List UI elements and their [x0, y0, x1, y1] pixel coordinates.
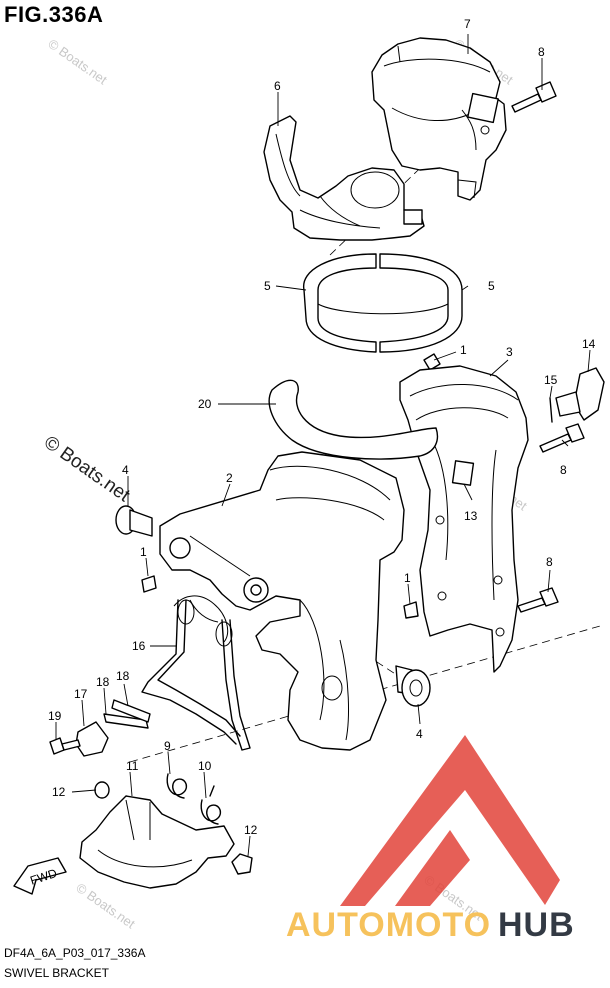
part-17-plate	[75, 721, 109, 757]
callout-5: 5	[264, 279, 271, 293]
part-10-spring	[200, 785, 222, 825]
callout-8: 8	[560, 463, 567, 477]
callout-12: 12	[244, 823, 258, 837]
part-6-swivel-case	[263, 115, 425, 241]
part-8a-bolt	[511, 81, 557, 113]
part-18b-pin	[111, 699, 151, 723]
callout-3: 3	[506, 345, 513, 359]
callout-9: 9	[164, 739, 171, 753]
logo-triangle	[340, 735, 560, 906]
figure-code: DF4A_6A_P03_017_336A	[4, 946, 146, 960]
part-11-tilt-stopper	[79, 795, 235, 889]
part-14-knob	[555, 367, 605, 421]
leader-lines	[55, 34, 591, 857]
part-1b-grease-nipple	[141, 575, 157, 593]
callout-20: 20	[198, 397, 212, 411]
part-1a-grease-nipple	[423, 353, 441, 371]
part-12a-washer	[94, 781, 110, 799]
part-4b-bushing	[395, 665, 431, 707]
callout-18: 18	[116, 669, 130, 683]
callout-4: 4	[122, 463, 129, 477]
part-16-tilt-rod	[141, 595, 251, 751]
callout-1: 1	[460, 343, 467, 357]
part-20-bushing	[268, 379, 439, 460]
callout-11: 11	[126, 759, 139, 773]
part-19-bolt	[49, 737, 81, 755]
callout-19: 19	[48, 709, 62, 723]
fwd-arrow: FWD	[13, 857, 67, 895]
part-8b-bolt	[539, 423, 585, 453]
callout-5: 5	[488, 279, 495, 293]
callout-17: 17	[74, 687, 88, 701]
figure-title: FIG.336A	[4, 2, 104, 27]
callout-1: 1	[140, 545, 147, 559]
part-2-swivel-bracket	[159, 451, 405, 751]
logo-text-automoto: AUTOMOTO	[286, 906, 492, 944]
callout-4: 4	[416, 727, 423, 741]
part-4a-bushing	[115, 505, 153, 537]
callout-1: 1	[404, 571, 411, 585]
part-8c-bolt	[517, 587, 559, 613]
logo-text-hub: HUB	[498, 906, 575, 944]
callout-8: 8	[538, 45, 545, 59]
part-5-bushings	[303, 253, 463, 353]
figure-name: SWIVEL BRACKET	[4, 966, 109, 980]
part-9-spring	[166, 773, 188, 799]
callout-16: 16	[132, 639, 146, 653]
callout-2: 2	[226, 471, 233, 485]
callout-13: 13	[464, 509, 478, 523]
callout-15: 15	[544, 373, 558, 387]
part-7-housing	[371, 37, 507, 201]
part-13-pad	[451, 460, 475, 486]
callout-8: 8	[546, 555, 553, 569]
callout-12: 12	[52, 785, 66, 799]
callout-14: 14	[582, 337, 596, 351]
part-12b-bolt	[231, 853, 253, 875]
part-15-pin	[549, 397, 553, 423]
callout-6: 6	[274, 79, 281, 93]
callout-labels: 7 8 6 5 5 1 3 14 15 20 8 4 2 13 1 1 8 16…	[48, 17, 596, 837]
part-18a-pin	[103, 713, 149, 729]
callout-10: 10	[198, 759, 212, 773]
callout-18: 18	[96, 675, 110, 689]
part-1c-grease-nipple	[403, 601, 419, 619]
callout-7: 7	[464, 17, 471, 31]
